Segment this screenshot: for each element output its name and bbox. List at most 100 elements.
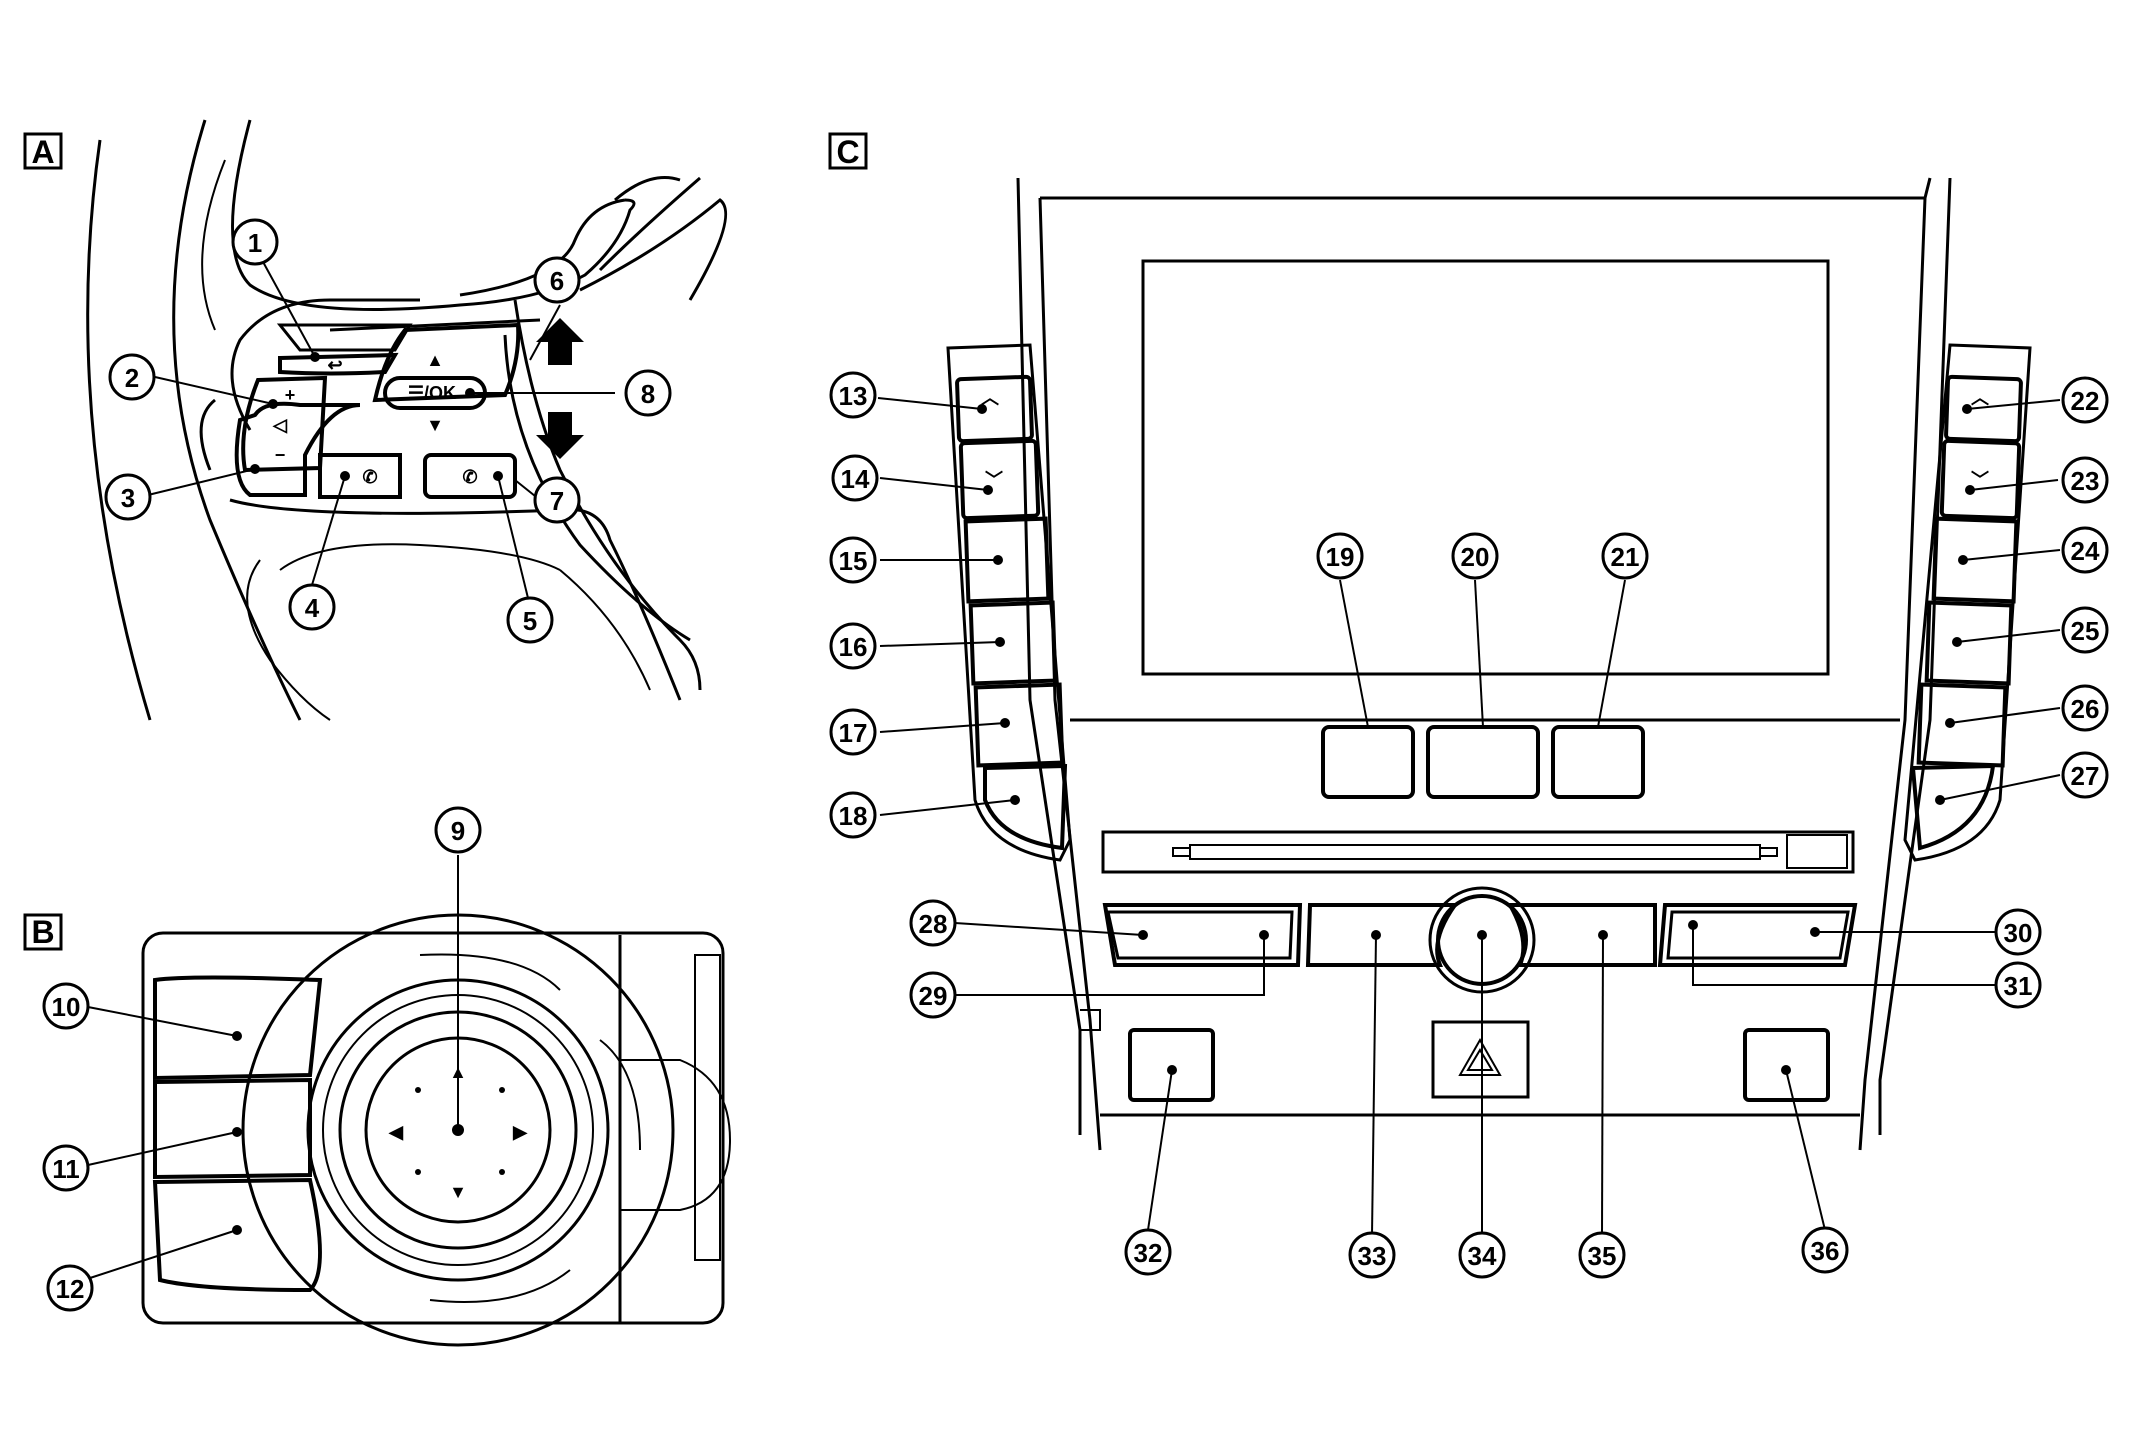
callout-22: 22 bbox=[2061, 376, 2109, 424]
section-c-label: C bbox=[836, 134, 859, 170]
down-triangle-icon: ▼ bbox=[426, 415, 444, 435]
volume-rocker[interactable] bbox=[241, 375, 328, 473]
callout-15: 15 bbox=[829, 536, 877, 584]
callout-36: 36 bbox=[1801, 1226, 1849, 1274]
screen-button-center[interactable] bbox=[1426, 725, 1540, 799]
arrow-down-icon bbox=[536, 412, 584, 459]
callout-number: 3 bbox=[121, 483, 135, 513]
section-c: C ︿ ﹀ ︿ ﹀ bbox=[828, 132, 2061, 1236]
callout-14: 14 bbox=[831, 454, 879, 502]
voice-button[interactable] bbox=[318, 453, 402, 499]
hazard-button[interactable] bbox=[1431, 1020, 1530, 1099]
section-a: A ↩ + ◁ − ☰/ bbox=[23, 119, 728, 721]
callout-number: 6 bbox=[550, 266, 564, 296]
right-button-6[interactable] bbox=[1910, 763, 1996, 851]
minus-label: − bbox=[275, 445, 286, 465]
button-row-right[interactable] bbox=[1657, 903, 1858, 967]
callout-33: 33 bbox=[1348, 1231, 1396, 1279]
callout-3: 3 bbox=[104, 473, 152, 521]
eject-button[interactable] bbox=[1786, 834, 1848, 869]
left-button-6[interactable] bbox=[983, 763, 1068, 851]
callout-number: 25 bbox=[2071, 616, 2100, 646]
up-triangle-icon: ▲ bbox=[426, 350, 444, 370]
callout-number: 20 bbox=[1461, 542, 1490, 572]
callout-number: 10 bbox=[52, 992, 81, 1022]
right-button-3[interactable] bbox=[1931, 516, 2019, 604]
callout-1: 1 bbox=[231, 218, 279, 266]
display-screen[interactable] bbox=[1141, 259, 1830, 676]
callout-12: 12 bbox=[46, 1264, 94, 1312]
callout-number: 32 bbox=[1134, 1238, 1163, 1268]
callout-32: 32 bbox=[1124, 1228, 1172, 1276]
right-button-4[interactable] bbox=[1924, 600, 2014, 686]
callout-26: 26 bbox=[2061, 684, 2109, 732]
left-button-3[interactable] bbox=[963, 516, 1051, 604]
knob-right-icon: ▶ bbox=[512, 1122, 528, 1142]
callout-number: 13 bbox=[839, 381, 868, 411]
callout-11: 11 bbox=[42, 1144, 90, 1192]
lower-button-right[interactable] bbox=[1743, 1028, 1830, 1102]
callout-number: 14 bbox=[841, 464, 870, 494]
callout-number: 18 bbox=[839, 801, 868, 831]
disc-slot bbox=[1189, 844, 1761, 860]
section-a-label: A bbox=[31, 134, 54, 170]
callout-28: 28 bbox=[909, 899, 957, 947]
callout-number: 27 bbox=[2071, 761, 2100, 791]
right-chevron-down-button[interactable] bbox=[1939, 438, 2022, 521]
callout-9: 9 bbox=[434, 806, 482, 854]
controller-button-bottom[interactable] bbox=[152, 1177, 322, 1293]
back-icon: ↩ bbox=[327, 355, 342, 375]
callout-number: 24 bbox=[2071, 536, 2100, 566]
section-b-label: B bbox=[31, 914, 54, 950]
callout-4: 4 bbox=[288, 583, 336, 631]
lower-button-left[interactable] bbox=[1128, 1028, 1215, 1102]
callout-27: 27 bbox=[2061, 751, 2109, 799]
callout-24: 24 bbox=[2061, 526, 2109, 574]
callout-number: 33 bbox=[1358, 1241, 1387, 1271]
screen-button-right[interactable] bbox=[1551, 725, 1645, 799]
controller-button-middle[interactable] bbox=[153, 1077, 312, 1180]
callout-number: 22 bbox=[2071, 386, 2100, 416]
callout-number: 30 bbox=[2004, 918, 2033, 948]
callout-10: 10 bbox=[42, 982, 90, 1030]
button-row-left[interactable] bbox=[1102, 903, 1303, 967]
callout-6: 6 bbox=[533, 256, 581, 304]
callout-number: 21 bbox=[1611, 542, 1640, 572]
callout-number: 15 bbox=[839, 546, 868, 576]
callout-number: 9 bbox=[451, 816, 465, 846]
hazard-icon bbox=[1458, 1037, 1502, 1076]
callout-19: 19 bbox=[1316, 532, 1364, 580]
callout-number: 19 bbox=[1326, 542, 1355, 572]
callout-35: 35 bbox=[1578, 1231, 1626, 1279]
chevron-down-icon: ﹀ bbox=[985, 470, 1003, 490]
callout-13: 13 bbox=[829, 371, 877, 419]
callout-7: 7 bbox=[533, 476, 581, 524]
chevron-up-icon-right: ︿ bbox=[1971, 388, 1989, 408]
right-chevron-up-button[interactable] bbox=[1944, 374, 2023, 444]
left-button-4[interactable] bbox=[968, 600, 1058, 686]
right-button-5[interactable] bbox=[1916, 682, 2008, 768]
screen-button-left[interactable] bbox=[1321, 725, 1415, 799]
menu-ok-label: ☰/OK bbox=[408, 383, 456, 403]
button-row-center-right[interactable] bbox=[1506, 903, 1657, 967]
knob-down-icon: ▼ bbox=[449, 1182, 467, 1202]
callout-number: 34 bbox=[1468, 1241, 1497, 1271]
left-chevron-up-button[interactable] bbox=[955, 374, 1034, 444]
back-button[interactable] bbox=[278, 352, 399, 376]
callout-8: 8 bbox=[624, 369, 672, 417]
callout-number: 7 bbox=[550, 486, 564, 516]
left-button-5[interactable] bbox=[973, 682, 1065, 768]
callout-18: 18 bbox=[829, 791, 877, 839]
knob-left-icon: ◀ bbox=[388, 1122, 404, 1142]
chevron-up-icon: ︿ bbox=[981, 388, 999, 408]
voice-icon: ✆ bbox=[362, 467, 377, 487]
callout-5: 5 bbox=[506, 596, 554, 644]
callout-31: 31 bbox=[1994, 961, 2042, 1009]
left-chevron-down-button[interactable] bbox=[958, 438, 1041, 521]
callout-number: 11 bbox=[52, 1154, 80, 1184]
callout-21: 21 bbox=[1601, 532, 1649, 580]
callout-number: 31 bbox=[2004, 971, 2033, 1001]
controller-button-top[interactable] bbox=[153, 975, 323, 1081]
phone-button[interactable] bbox=[423, 453, 517, 499]
callout-number: 2 bbox=[125, 363, 139, 393]
